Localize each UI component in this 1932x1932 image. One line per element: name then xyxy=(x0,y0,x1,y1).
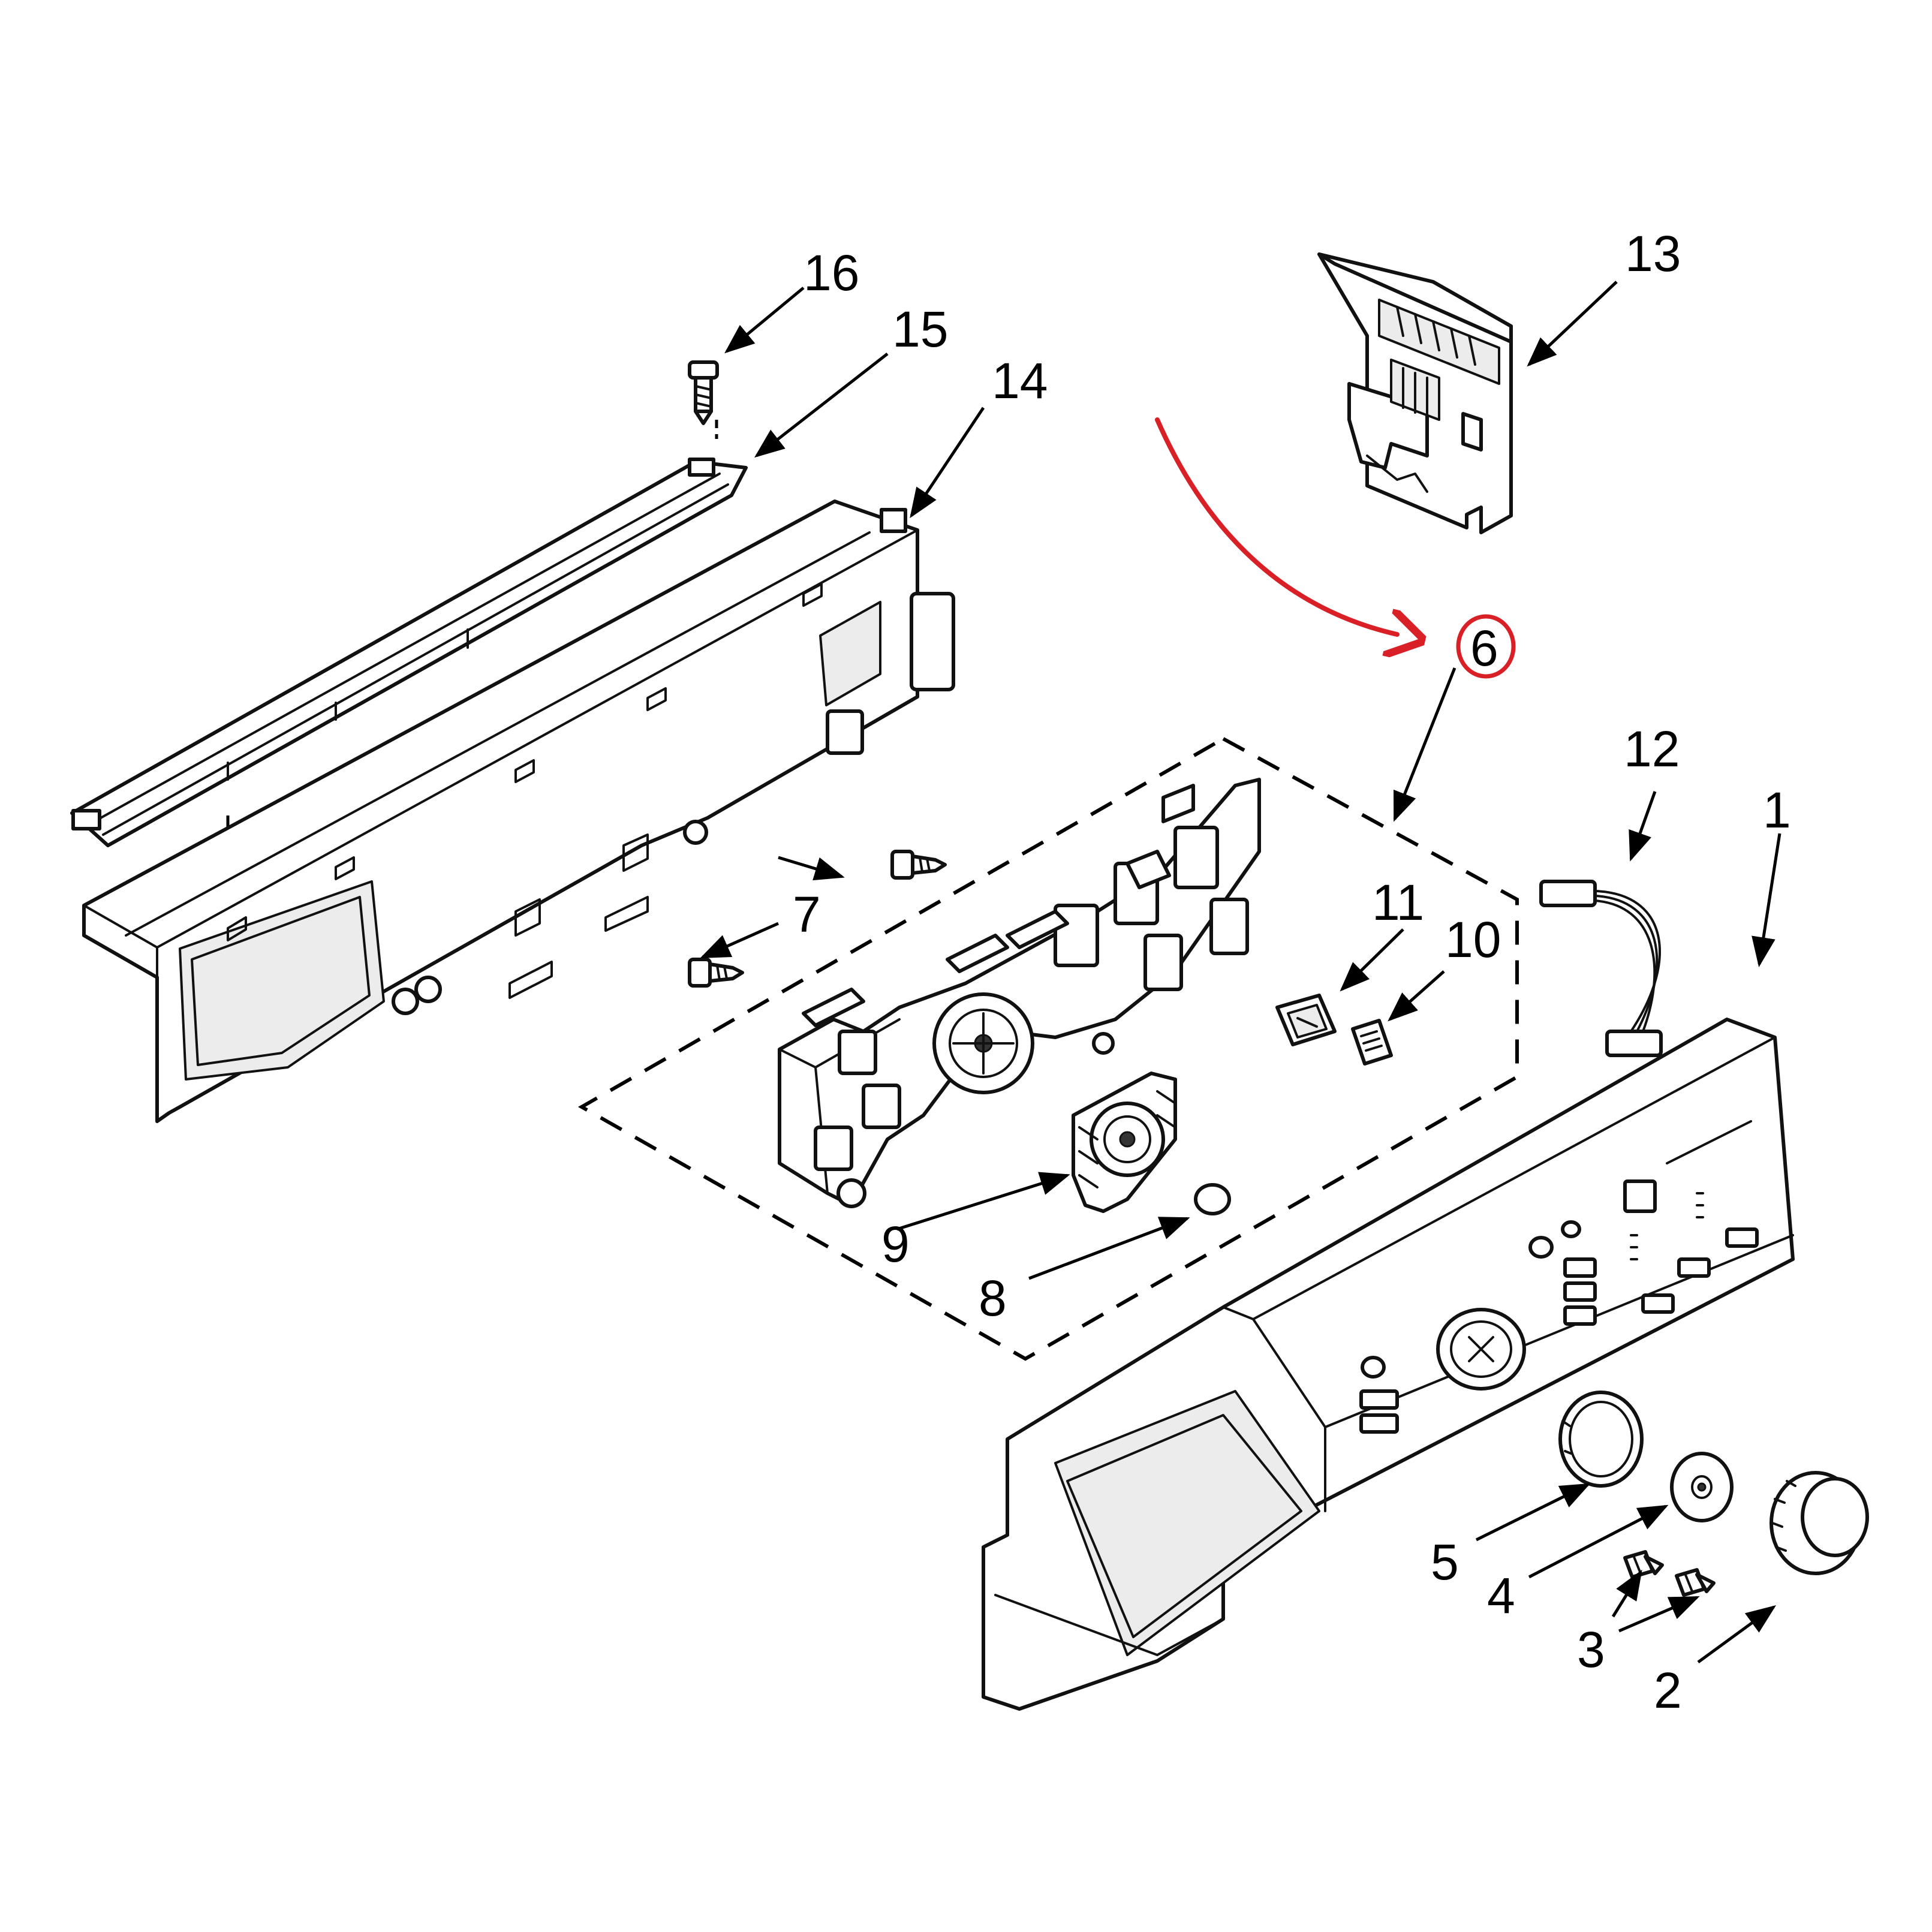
callout-5: 5 xyxy=(1431,1534,1459,1590)
callout-1: 1 xyxy=(1763,782,1791,838)
part-7-screw-upper[interactable] xyxy=(890,850,947,880)
callout-2: 2 xyxy=(1654,1662,1682,1719)
callout-4: 4 xyxy=(1487,1567,1515,1624)
callout-14: 14 xyxy=(992,353,1048,409)
callout-labels: 16 15 14 13 6 12 1 11 10 7 9 8 5 4 3 2 xyxy=(793,225,1791,1719)
highlight-circle xyxy=(1456,614,1516,679)
part-7-screw-lower[interactable] xyxy=(688,958,744,988)
part-13-control-board[interactable] xyxy=(1317,252,1513,534)
part-14-rear-frame[interactable] xyxy=(82,499,955,1123)
part-2-knob[interactable] xyxy=(1770,1471,1869,1575)
part-12-wire-harness[interactable] xyxy=(1539,880,1663,1057)
part-11-connector[interactable] xyxy=(1275,994,1337,1046)
part-5-ring[interactable] xyxy=(1558,1391,1644,1488)
part-6-console-frame[interactable] xyxy=(778,778,1261,1208)
part-4-bracket[interactable] xyxy=(1670,1452,1734,1522)
callout-7: 7 xyxy=(793,886,821,943)
callout-8: 8 xyxy=(979,1270,1007,1326)
callout-3: 3 xyxy=(1577,1621,1605,1678)
part-16-screw[interactable] xyxy=(688,360,719,425)
part-3-screw-right[interactable] xyxy=(1675,1568,1716,1597)
part-15-rail[interactable] xyxy=(70,458,748,847)
part-8-disc[interactable] xyxy=(1194,1183,1231,1215)
part-3-screw-left[interactable] xyxy=(1623,1550,1664,1579)
callout-15: 15 xyxy=(892,301,948,357)
callout-16: 16 xyxy=(804,245,859,301)
assembly-6-dashed-outline xyxy=(577,736,1519,1361)
part-10-label[interactable] xyxy=(1351,1019,1393,1066)
callout-9: 9 xyxy=(881,1216,910,1272)
highlight-arrow xyxy=(1155,417,1397,634)
part-1-console-panel[interactable] xyxy=(982,1018,1795,1711)
callout-6: 6 xyxy=(1470,620,1498,676)
callout-10: 10 xyxy=(1445,911,1501,968)
part-9-encoder-board[interactable] xyxy=(1072,1072,1177,1213)
leader-lines xyxy=(700,281,1781,1664)
callout-12: 12 xyxy=(1624,721,1680,777)
callout-11: 11 xyxy=(1372,874,1424,931)
callout-13: 13 xyxy=(1625,225,1681,282)
